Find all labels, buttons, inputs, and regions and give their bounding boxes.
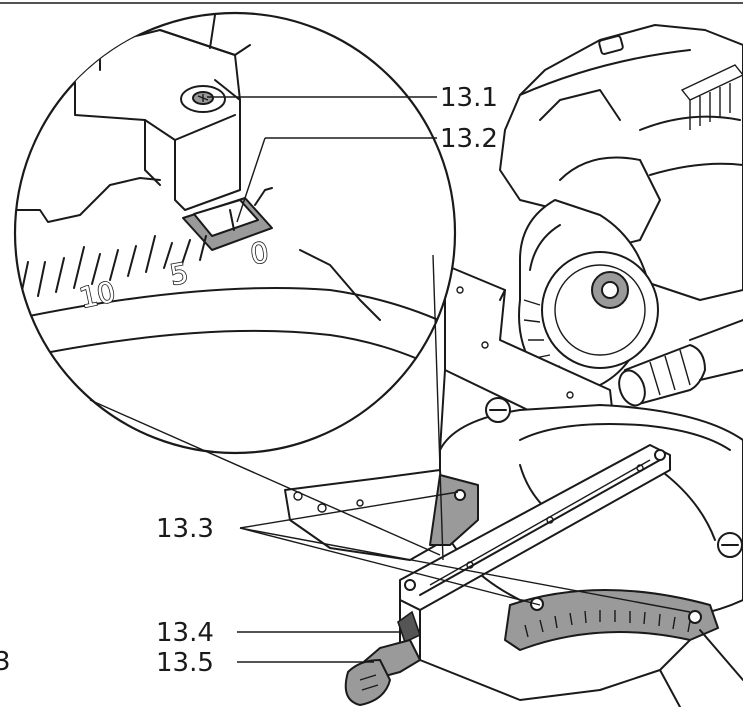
- extension-arm: [399, 444, 671, 661]
- callout-13-5: 13.5: [156, 648, 214, 678]
- callout-13-1: 13.1: [440, 83, 498, 113]
- base-left: [284, 469, 446, 561]
- angle-scale-ticks: [19, 235, 207, 301]
- callout-13-4: 13.4: [156, 618, 214, 648]
- saw-body: [499, 24, 743, 407]
- lock-lever: [344, 610, 421, 706]
- scale-label-0: 0: [248, 236, 270, 271]
- magnifier: 10 5 0: [13, 11, 457, 561]
- callout-13-2: 13.2: [440, 124, 498, 154]
- leader-lines: [207, 96, 691, 663]
- vent-grille: [680, 64, 743, 130]
- callout-13-3: 13.3: [156, 514, 214, 544]
- miter-scale-plate: [504, 589, 719, 651]
- scale-label-10: 10: [77, 275, 119, 315]
- page-mark: 3: [0, 647, 11, 677]
